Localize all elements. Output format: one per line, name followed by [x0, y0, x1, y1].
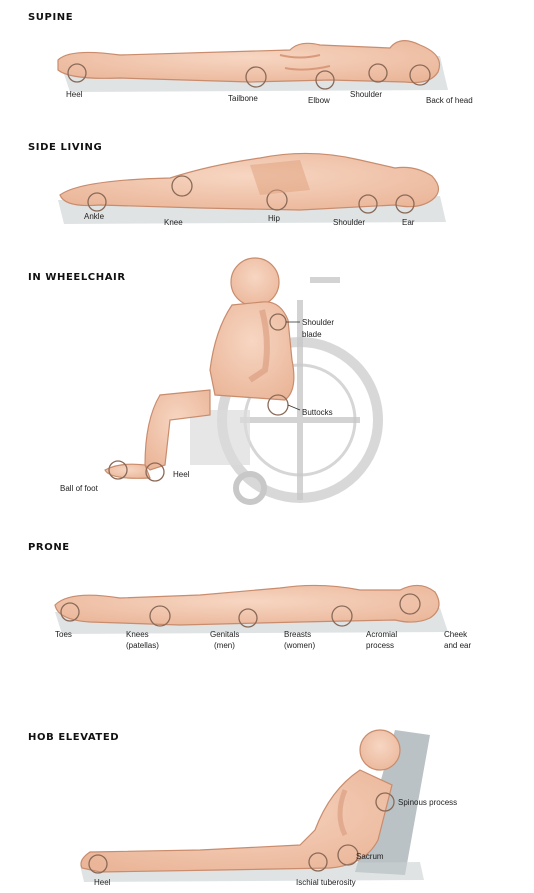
label-ear: Ear [402, 218, 414, 227]
label-elbow: Elbow [308, 96, 330, 105]
label-process: process [366, 641, 394, 650]
label-buttocks: Buttocks [302, 408, 333, 417]
label-ischial-tuberosity: Ischial tuberosity [296, 878, 356, 887]
label-heel: Heel [94, 878, 110, 887]
label-patellas: (patellas) [126, 641, 159, 650]
label-toes: Toes [55, 630, 72, 639]
label-genitals: Genitals [210, 630, 239, 639]
section-title-prone: PRONE [28, 542, 70, 553]
label-tailbone: Tailbone [228, 94, 258, 103]
label-ankle: Ankle [84, 212, 104, 221]
label-acromial: Acromial [366, 630, 397, 639]
section-title-side-lying: SIDE LIVING [28, 142, 102, 153]
label-and-ear: and ear [444, 641, 471, 650]
label-shoulder: Shoulder [333, 218, 365, 227]
section-title-hob-elevated: HOB ELEVATED [28, 732, 119, 743]
label-ball-of-foot: Ball of foot [60, 484, 98, 493]
label-cheek: Cheek [444, 630, 467, 639]
label-back-of-head: Back of head [426, 96, 473, 105]
label-shoulder: Shoulder [350, 90, 382, 99]
prone-figure [55, 585, 448, 634]
label-men: (men) [214, 641, 235, 650]
label-knee: Knee [164, 218, 183, 227]
section-title-wheelchair: IN WHEELCHAIR [28, 272, 126, 283]
wheelchair-figure [105, 258, 378, 502]
label-women: (women) [284, 641, 315, 650]
supine-figure [58, 41, 448, 92]
label-knees: Knees [126, 630, 149, 639]
label-spinous-process: Spinous process [398, 798, 457, 807]
side-lying-figure [58, 153, 446, 224]
label-heel: Heel [173, 470, 189, 479]
label-shoulder: Shoulder [302, 318, 334, 327]
label-sacrum: Sacrum [356, 852, 384, 861]
label-blade: blade [302, 330, 322, 339]
section-title-supine: SUPINE [28, 12, 73, 23]
label-breasts: Breasts [284, 630, 311, 639]
label-heel: Heel [66, 90, 82, 99]
label-hip: Hip [268, 214, 280, 223]
